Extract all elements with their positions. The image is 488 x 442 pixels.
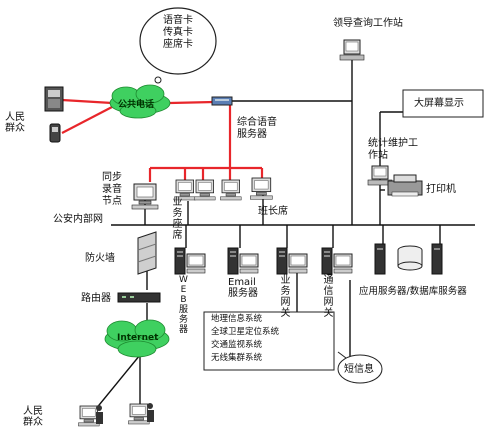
user-person-icon-2 [147,403,154,422]
voice-server-label: 综合语音服务器 [237,117,277,140]
bubble-line-2: 传真卡 [163,27,193,38]
seat-pc-icon-2 [193,179,216,201]
public-phone-label: 公共电话 [118,100,155,110]
public-label-bottom: 人民群众 [23,406,43,428]
desk-phone-icon [44,86,64,112]
router-label: 路由器 [81,293,111,304]
comm-gateway-icon [321,247,353,275]
email-server-icon [227,247,259,275]
stats-station-icon [367,165,393,186]
web-server-label: WEB服务器 [178,275,188,335]
internet-label: Internet [117,333,159,343]
big-screen-label: 大屏幕显示 [414,98,464,109]
squad-leader-label: 班长席 [258,206,288,217]
bubble-line-3: 座席卡 [163,39,193,50]
leader-station-label: 领导查询工作站 [333,18,403,29]
business-gateway-label: 业务网关 [280,275,291,319]
mobile-phone-icon [49,123,61,143]
printer-icon [387,174,423,197]
db-server-icon [431,243,443,275]
public-label-left: 人民群众 [5,112,25,134]
sms-label: 短信息 [344,364,374,375]
db-storage-icon [397,245,423,271]
business-seat-label: 业务座席 [172,197,183,241]
system-item: 全球卫星定位系统 [211,327,280,337]
sync-recorder-pc-icon [131,183,159,210]
comm-gateway-label: 通信网关 [323,275,334,319]
firewall-label: 防火墙 [85,253,115,264]
big-screen-box [402,89,484,118]
app-db-server-label: 应用服务器/数据库服务器 [359,286,467,297]
business-gateway-icon [276,247,308,275]
internet-cloud [104,319,170,358]
systems-box [203,311,335,371]
leader-station-icon [339,39,365,61]
email-server-label: Email服务器 [228,277,258,299]
seat-pc-icon-3 [219,179,242,201]
router-icon [117,292,161,303]
sync-recorder-label: 同步录音节点 [102,172,122,207]
gateway-device-icon [211,96,233,106]
squad-leader-pc-icon [249,177,273,200]
user-person-icon-1 [96,405,103,424]
system-item: 交通监视系统 [211,340,263,350]
red-links [61,98,264,182]
app-server-icon [374,243,386,275]
intranet-label: 公安内部网 [53,214,103,225]
firewall-icon [137,231,157,275]
printer-label: 打印机 [426,184,456,195]
public-phone-cloud [109,84,171,119]
user-pc-icon-2 [127,403,150,425]
system-item: 地理信息系统 [211,314,263,324]
bubble-text: 语音卡 传真卡 座席卡 [148,15,208,51]
sms-circle [337,351,383,384]
web-server-icon [174,247,206,275]
systems-list: 地理信息系统 全球卫星定位系统 交通监视系统 无线集群系统 [211,313,279,365]
bubble-line-1: 语音卡 [163,15,193,26]
stats-station-label: 统计维护工作站 [368,138,418,161]
system-item: 无线集群系统 [211,353,263,363]
